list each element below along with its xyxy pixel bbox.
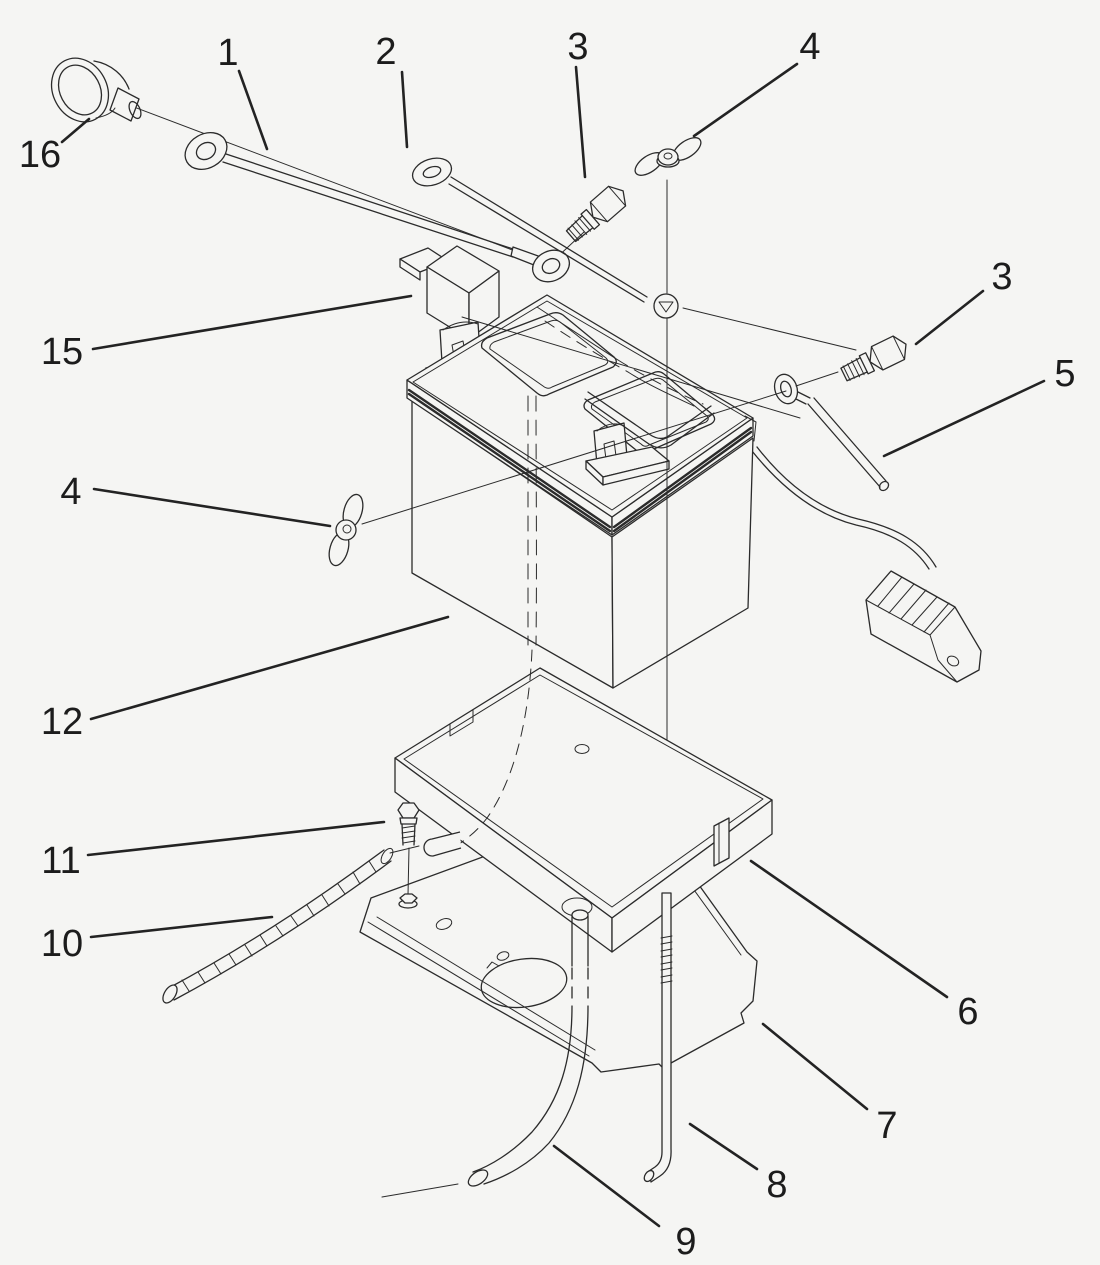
callout-4-left: 4 — [60, 471, 332, 528]
callout-leader-15 — [91, 294, 413, 351]
hex-bolt-right — [837, 331, 913, 387]
callout-leader-7 — [761, 1022, 869, 1111]
callout-5: 5 — [882, 353, 1076, 458]
callout-6: 6 — [749, 859, 979, 1033]
drain-tube — [381, 897, 593, 1198]
battery-tray — [394, 667, 773, 953]
corrugated-vent-hose — [162, 845, 420, 1004]
j-bolt — [643, 892, 673, 1183]
callout-label-6: 6 — [957, 991, 978, 1033]
battery — [406, 294, 757, 689]
callout-leader-3-right — [914, 289, 985, 346]
callout-3-right: 3 — [914, 256, 1013, 346]
callout-leader-9 — [552, 1144, 661, 1228]
callout-11: 11 — [41, 820, 386, 882]
callout-label-12: 12 — [41, 701, 83, 743]
callout-3-top: 3 — [567, 26, 589, 179]
callout-label-4-left: 4 — [60, 471, 81, 513]
callout-2: 2 — [375, 31, 409, 149]
callout-label-15: 15 — [41, 331, 83, 373]
callout-leader-1 — [237, 69, 269, 151]
callout-leader-10 — [89, 915, 274, 939]
callout-9: 9 — [552, 1144, 697, 1263]
assembly-axis-lines-upper — [125, 103, 585, 263]
callout-16: 16 — [19, 117, 91, 176]
callout-leader-6 — [749, 859, 949, 999]
callout-10: 10 — [41, 915, 274, 965]
hex-bolt-top — [561, 180, 633, 247]
right-post-clamp — [585, 422, 670, 486]
callout-label-16: 16 — [19, 134, 61, 176]
callout-8: 8 — [688, 1122, 788, 1206]
callout-1: 1 — [217, 32, 269, 151]
positive-cable-assembly — [751, 373, 982, 683]
cable-connector — [865, 570, 982, 683]
callout-label-10: 10 — [41, 923, 83, 965]
callout-label-4-top: 4 — [799, 26, 820, 68]
callout-leader-3-top — [574, 65, 587, 179]
terminal-boot — [50, 57, 142, 123]
callout-leader-16 — [60, 117, 91, 144]
battery-cable-2 — [411, 157, 679, 319]
battery-cable-1 — [184, 131, 570, 283]
callout-label-5: 5 — [1054, 353, 1075, 395]
callout-7: 7 — [761, 1022, 898, 1147]
callout-label-7: 7 — [876, 1105, 897, 1147]
callout-4-top: 4 — [692, 26, 821, 138]
callout-leader-12 — [89, 615, 450, 721]
callout-leader-5 — [882, 379, 1046, 458]
callout-label-1: 1 — [217, 32, 238, 74]
callout-label-9: 9 — [675, 1221, 696, 1263]
tray-bolt — [397, 802, 420, 909]
callout-leader-4-top — [692, 62, 799, 138]
wing-nut-top — [634, 137, 702, 176]
callout-leader-8 — [688, 1122, 759, 1171]
assembly-axis-lines-cross — [361, 307, 857, 525]
callout-label-3-right: 3 — [991, 256, 1012, 298]
callout-leader-4-left — [92, 487, 332, 528]
vent-hose-routing — [536, 306, 704, 407]
fuse-block — [399, 245, 500, 340]
callout-12: 12 — [41, 615, 450, 743]
callout-15: 15 — [41, 294, 413, 373]
callout-label-2: 2 — [375, 31, 396, 73]
callout-label-11: 11 — [41, 840, 80, 882]
callout-leader-2 — [400, 70, 409, 149]
callout-label-3-top: 3 — [567, 26, 588, 68]
wing-nut-left — [328, 493, 364, 567]
callout-leader-11 — [86, 820, 386, 857]
vent-tube-routing — [423, 395, 537, 857]
callout-label-8: 8 — [766, 1164, 787, 1206]
